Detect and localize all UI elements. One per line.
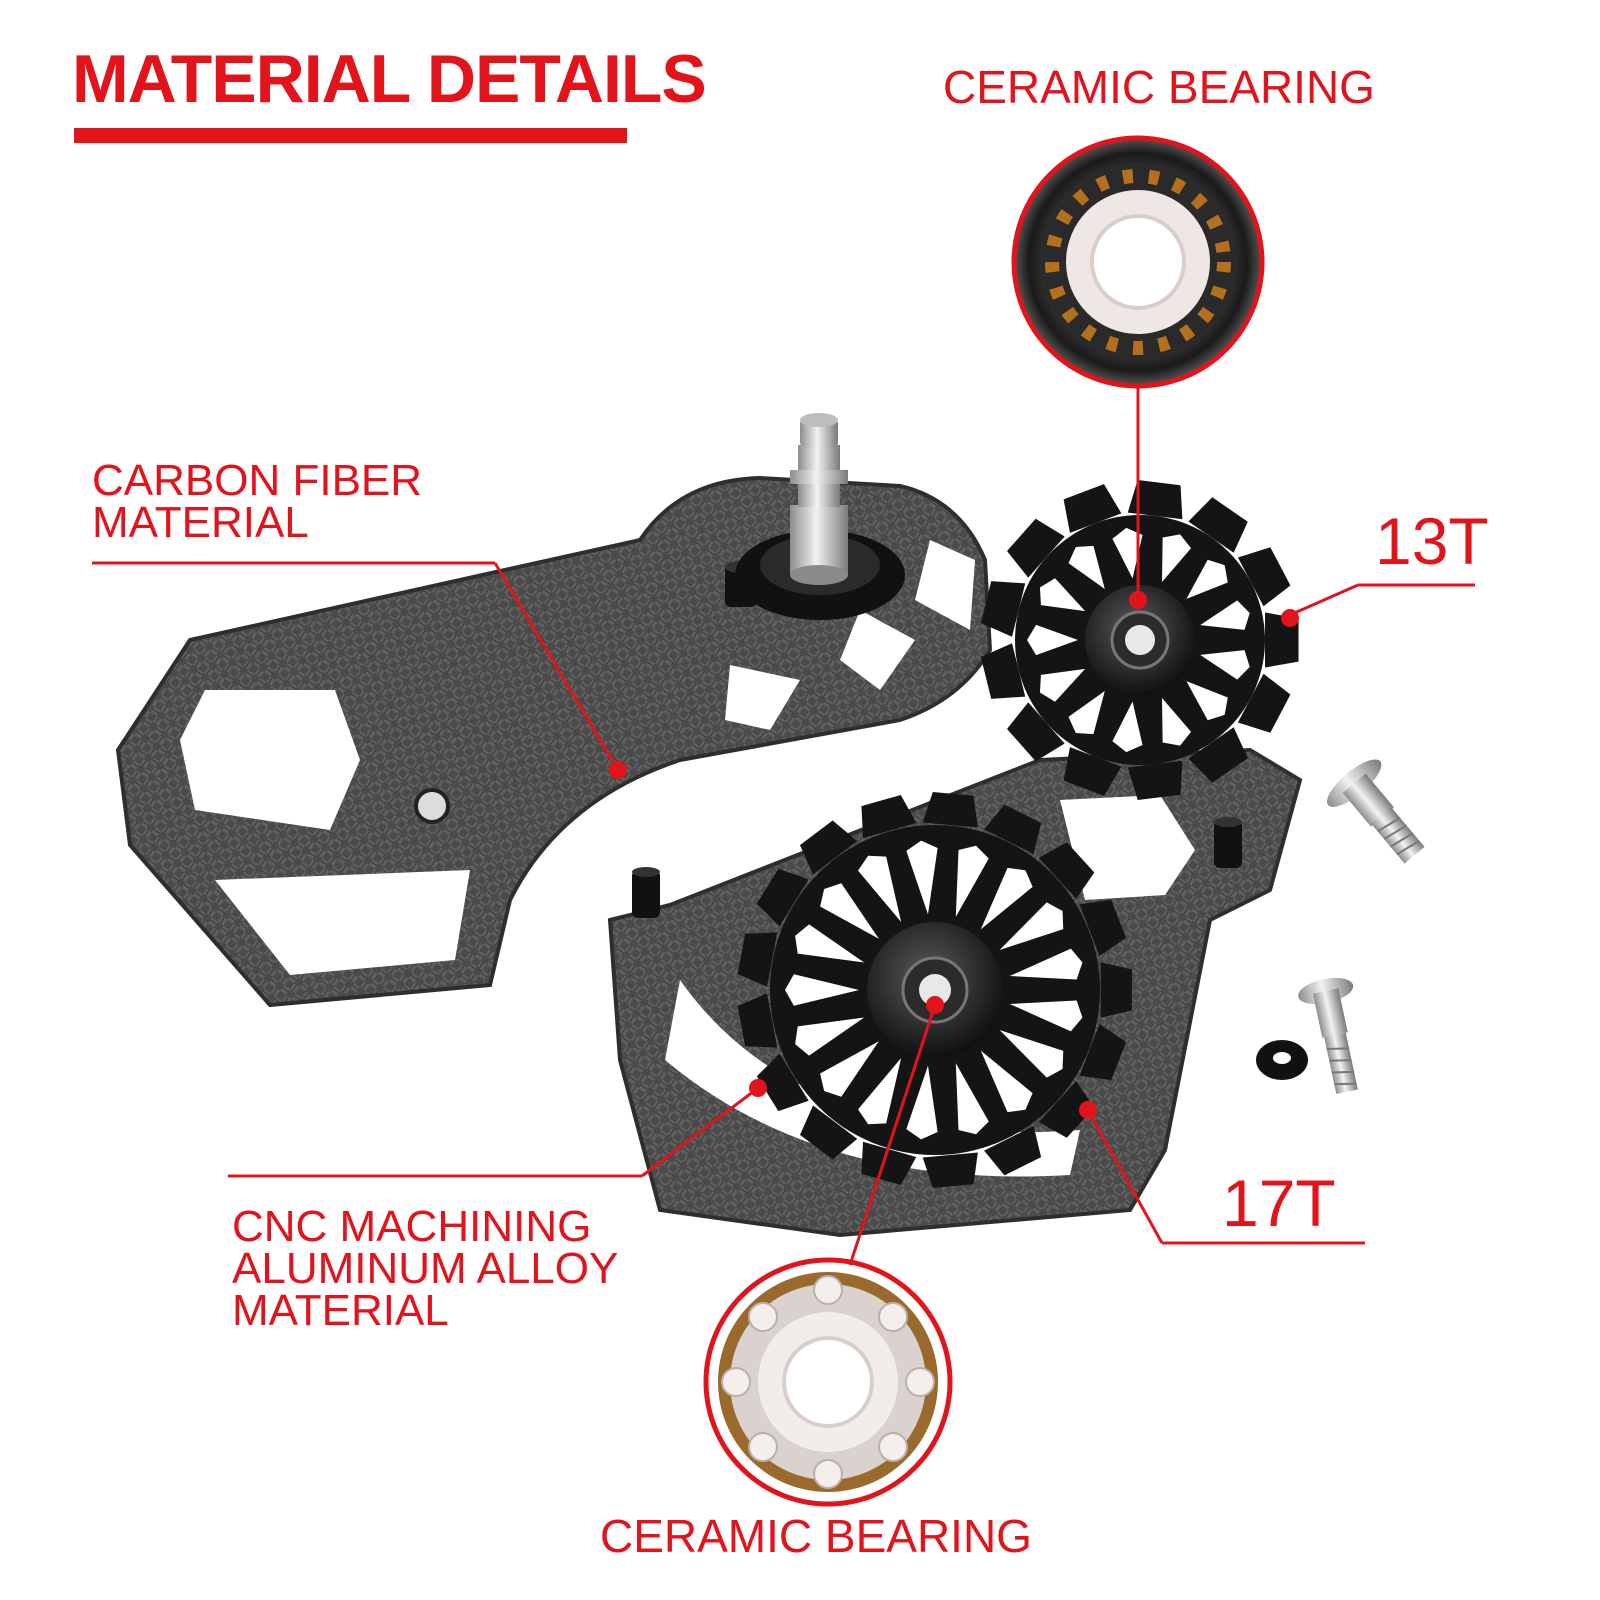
ceramic-bearing-icon bbox=[1011, 135, 1265, 389]
page-title: MATERIAL DETAILS bbox=[72, 41, 707, 117]
title-underline bbox=[74, 128, 627, 143]
pulley-wheel-icon bbox=[980, 480, 1299, 800]
callout-dots bbox=[609, 591, 1299, 1119]
pulley-17t-label: 17T bbox=[1222, 1166, 1336, 1240]
carbon-fiber-label: CARBON FIBER MATERIAL bbox=[92, 456, 423, 547]
mount-hole-icon bbox=[414, 788, 450, 824]
callout-leaders bbox=[92, 386, 1475, 1266]
pivot-bolt-icon bbox=[735, 413, 905, 620]
ceramic-bearing-bottom-label: CERAMIC BEARING bbox=[600, 1510, 1032, 1562]
cnc-label-line: MATERIAL bbox=[232, 1285, 449, 1335]
screw-icon bbox=[1326, 759, 1425, 864]
cnc-label-line: CNC MACHINING bbox=[232, 1202, 592, 1251]
pulley-wheel-icon bbox=[737, 792, 1132, 1188]
cnc-aluminum-label: CNC MACHINING ALUMINUM ALLOY MATERIAL bbox=[232, 1202, 619, 1335]
ceramic-bearing-icon bbox=[703, 1257, 953, 1507]
carbon-fiber-label-line: CARBON FIBER bbox=[92, 456, 423, 505]
screw-icon bbox=[1298, 977, 1358, 1095]
carbon-fiber-label-line: MATERIAL bbox=[92, 497, 309, 547]
pulley-13t-label: 13T bbox=[1375, 504, 1489, 578]
washer-icon bbox=[1256, 1040, 1308, 1080]
ceramic-bearing-top-label: CERAMIC BEARING bbox=[943, 61, 1375, 113]
cnc-label-line: ALUMINUM ALLOY bbox=[232, 1243, 619, 1293]
